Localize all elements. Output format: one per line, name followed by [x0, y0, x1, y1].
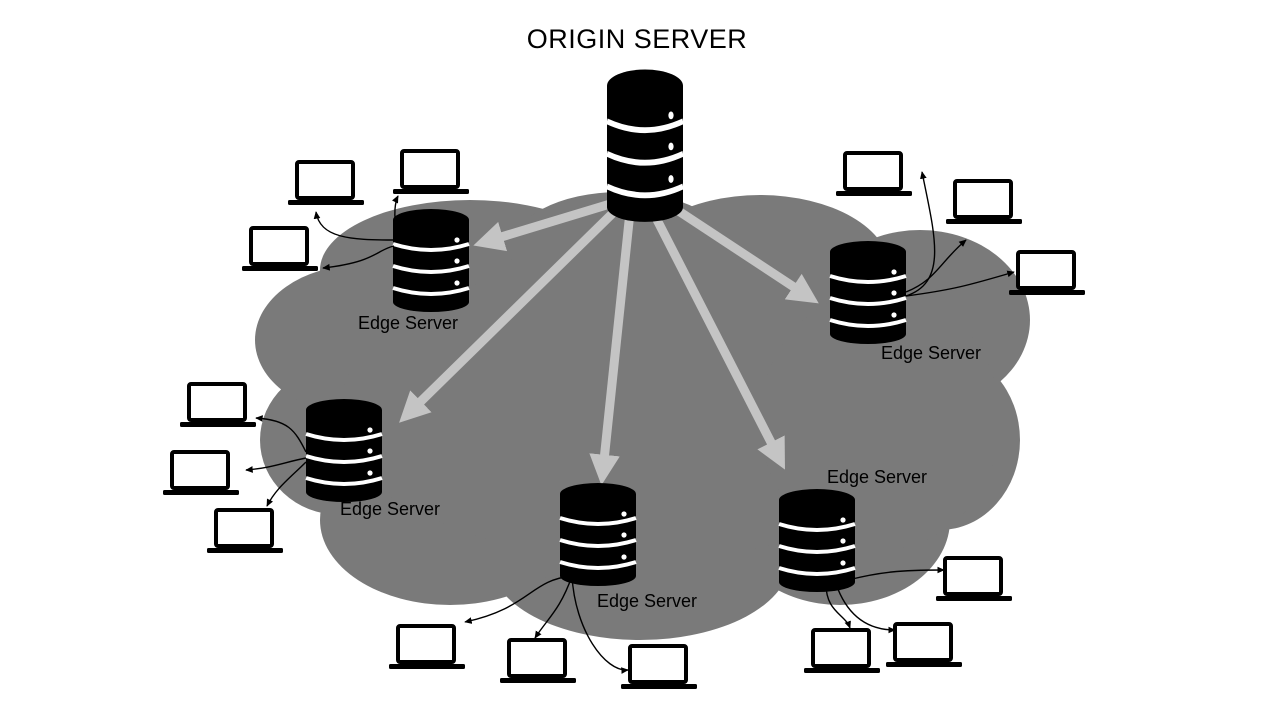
edge-server-top-right-icon [828, 239, 908, 346]
edge-server-top-left-icon [391, 207, 471, 314]
laptop-icon [934, 556, 1014, 603]
laptop-icon [286, 160, 366, 207]
origin-server-title: ORIGIN SERVER [527, 24, 748, 54]
laptop-icon [178, 382, 258, 429]
edge-server-label: Edge Server [358, 313, 458, 333]
laptop-icon [205, 508, 285, 555]
laptop-icon [884, 622, 964, 669]
edge-server-left-icon [304, 397, 384, 504]
edge-server-bottom-center-icon [558, 481, 638, 588]
edge-server-label: Edge Server [340, 499, 440, 519]
laptop-icon [498, 638, 578, 685]
laptop-icon [619, 644, 699, 691]
laptop-icon [161, 450, 241, 497]
laptop-icon [240, 226, 320, 273]
laptop-icon [1007, 250, 1087, 297]
client-connections [245, 171, 1015, 674]
distribution-arrows [399, 199, 819, 486]
laptop-icon [391, 149, 471, 196]
edge-server-label: Edge Server [597, 591, 697, 611]
edge-server-bottom-right-icon [777, 487, 857, 594]
origin-server-icon [607, 69, 683, 221]
edge-server-label: Edge Server [881, 343, 981, 363]
edge-server-label: Edge Server [827, 467, 927, 487]
laptop-icon [944, 179, 1024, 226]
laptop-icon [834, 151, 914, 198]
laptop-icon [802, 628, 882, 675]
laptop-icon [387, 624, 467, 671]
